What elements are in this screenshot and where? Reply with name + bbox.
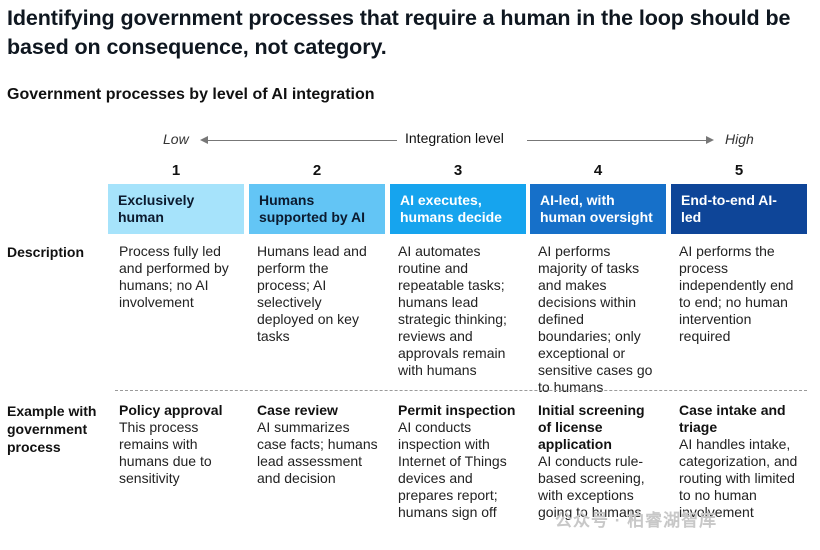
example-cell-5: Case intake and triage AI handles intake… [679, 402, 803, 521]
level-number-1: 1 [171, 162, 181, 179]
example-cell-1: Policy approval This process remains wit… [119, 402, 239, 487]
axis-line-left [207, 140, 397, 141]
level-number-4: 4 [593, 162, 603, 179]
level-heading-5: End-to-end AI-led [671, 184, 807, 234]
example-cell-2: Case review AI summarizes case facts; hu… [257, 402, 382, 487]
example-text: AI summarizes case facts; humans lead as… [257, 419, 378, 486]
example-cell-3: Permit inspection AI conducts inspection… [398, 402, 523, 521]
headline: Identifying government processes that re… [7, 6, 791, 59]
level-number-3: 3 [453, 162, 463, 179]
level-heading-1: Exclusively human [108, 184, 244, 234]
exhibit-subtitle: Government processes by level of AI inte… [7, 86, 375, 103]
example-title: Permit inspection [398, 402, 516, 418]
axis-high-label: High [725, 131, 754, 147]
example-cell-4: Initial screening of license application… [538, 402, 656, 521]
description-cell-1: Process fully led and performed by human… [119, 243, 229, 310]
level-number-5: 5 [734, 162, 744, 179]
example-title: Case review [257, 402, 338, 418]
level-heading-4: AI-led, with human oversight [530, 184, 666, 234]
description-cell-5: AI performs the process independently en… [679, 243, 794, 344]
axis-low-label: Low [163, 131, 189, 147]
description-cell-4: AI performs majority of tasks and makes … [538, 243, 653, 395]
level-number-2: 2 [312, 162, 322, 179]
watermark: 公众号 · 柏睿湖智库 [555, 511, 718, 530]
example-title: Initial screening of license application [538, 402, 645, 452]
example-title: Policy approval [119, 402, 223, 418]
arrow-left-icon [200, 136, 208, 144]
level-heading-3: AI executes, humans decide [390, 184, 526, 234]
axis-title: Integration level [405, 130, 504, 146]
example-text: AI conducts inspection with Internet of … [398, 419, 507, 520]
arrow-right-icon [706, 136, 714, 144]
row-divider [115, 390, 807, 391]
level-heading-2: Humans supported by AI [249, 184, 385, 234]
example-text: AI conducts rule-based screening, with e… [538, 453, 645, 520]
row-label-description: Description [7, 244, 85, 260]
example-title: Case intake and triage [679, 402, 786, 435]
example-text: AI handles intake, categorization, and r… [679, 436, 798, 520]
example-text: This process remains with humans due to … [119, 419, 212, 486]
axis-line-right [527, 140, 708, 141]
description-cell-2: Humans lead and perform the process; AI … [257, 243, 367, 344]
description-cell-3: AI automates routine and repeatable task… [398, 243, 507, 378]
row-label-example: Example with government process [7, 403, 97, 455]
